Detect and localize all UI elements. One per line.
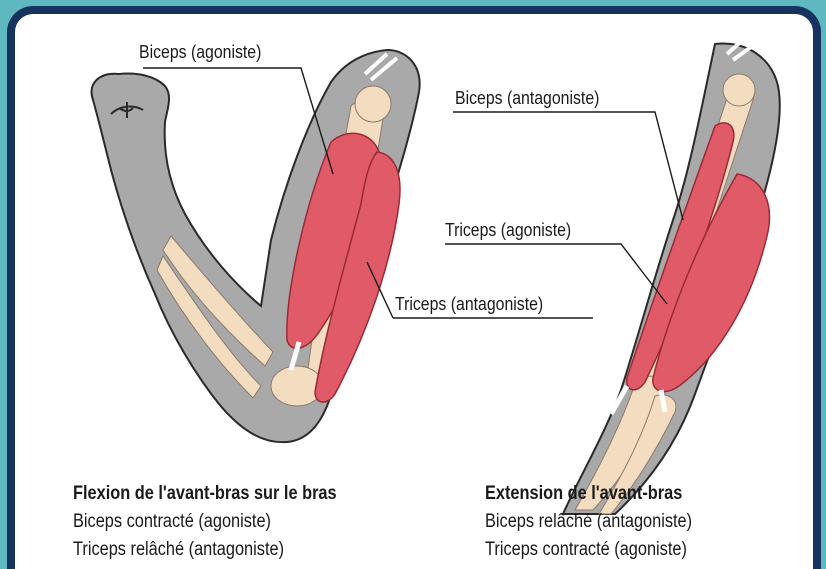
caption-flexion-title: Flexion de l'avant-bras sur le bras: [73, 480, 337, 508]
caption-flexion-line2: Triceps relâché (antagoniste): [73, 536, 337, 564]
label-flexion-biceps: Biceps (agoniste): [139, 42, 261, 63]
label-extension-biceps: Biceps (antagoniste): [455, 88, 599, 109]
caption-extension-title: Extension de l'avant-bras: [485, 480, 692, 508]
caption-extension: Extension de l'avant-bras Biceps relâché…: [485, 480, 692, 564]
diagram-frame: Biceps (agoniste) Triceps (antagoniste) …: [7, 6, 821, 569]
leader-extension-biceps: [453, 112, 683, 220]
extended-arm: [563, 38, 780, 514]
caption-flexion: Flexion de l'avant-bras sur le bras Bice…: [73, 480, 337, 564]
shoulder-head: [355, 86, 391, 122]
label-extension-triceps: Triceps (agoniste): [445, 220, 571, 241]
flexed-arm: [92, 50, 420, 442]
caption-extension-line2: Triceps contracté (agoniste): [485, 536, 692, 564]
caption-extension-line1: Biceps relâché (antagoniste): [485, 508, 692, 536]
elbow-joint: [271, 366, 323, 406]
label-flexion-triceps: Triceps (antagoniste): [395, 294, 543, 315]
caption-flexion-line1: Biceps contracté (agoniste): [73, 508, 337, 536]
